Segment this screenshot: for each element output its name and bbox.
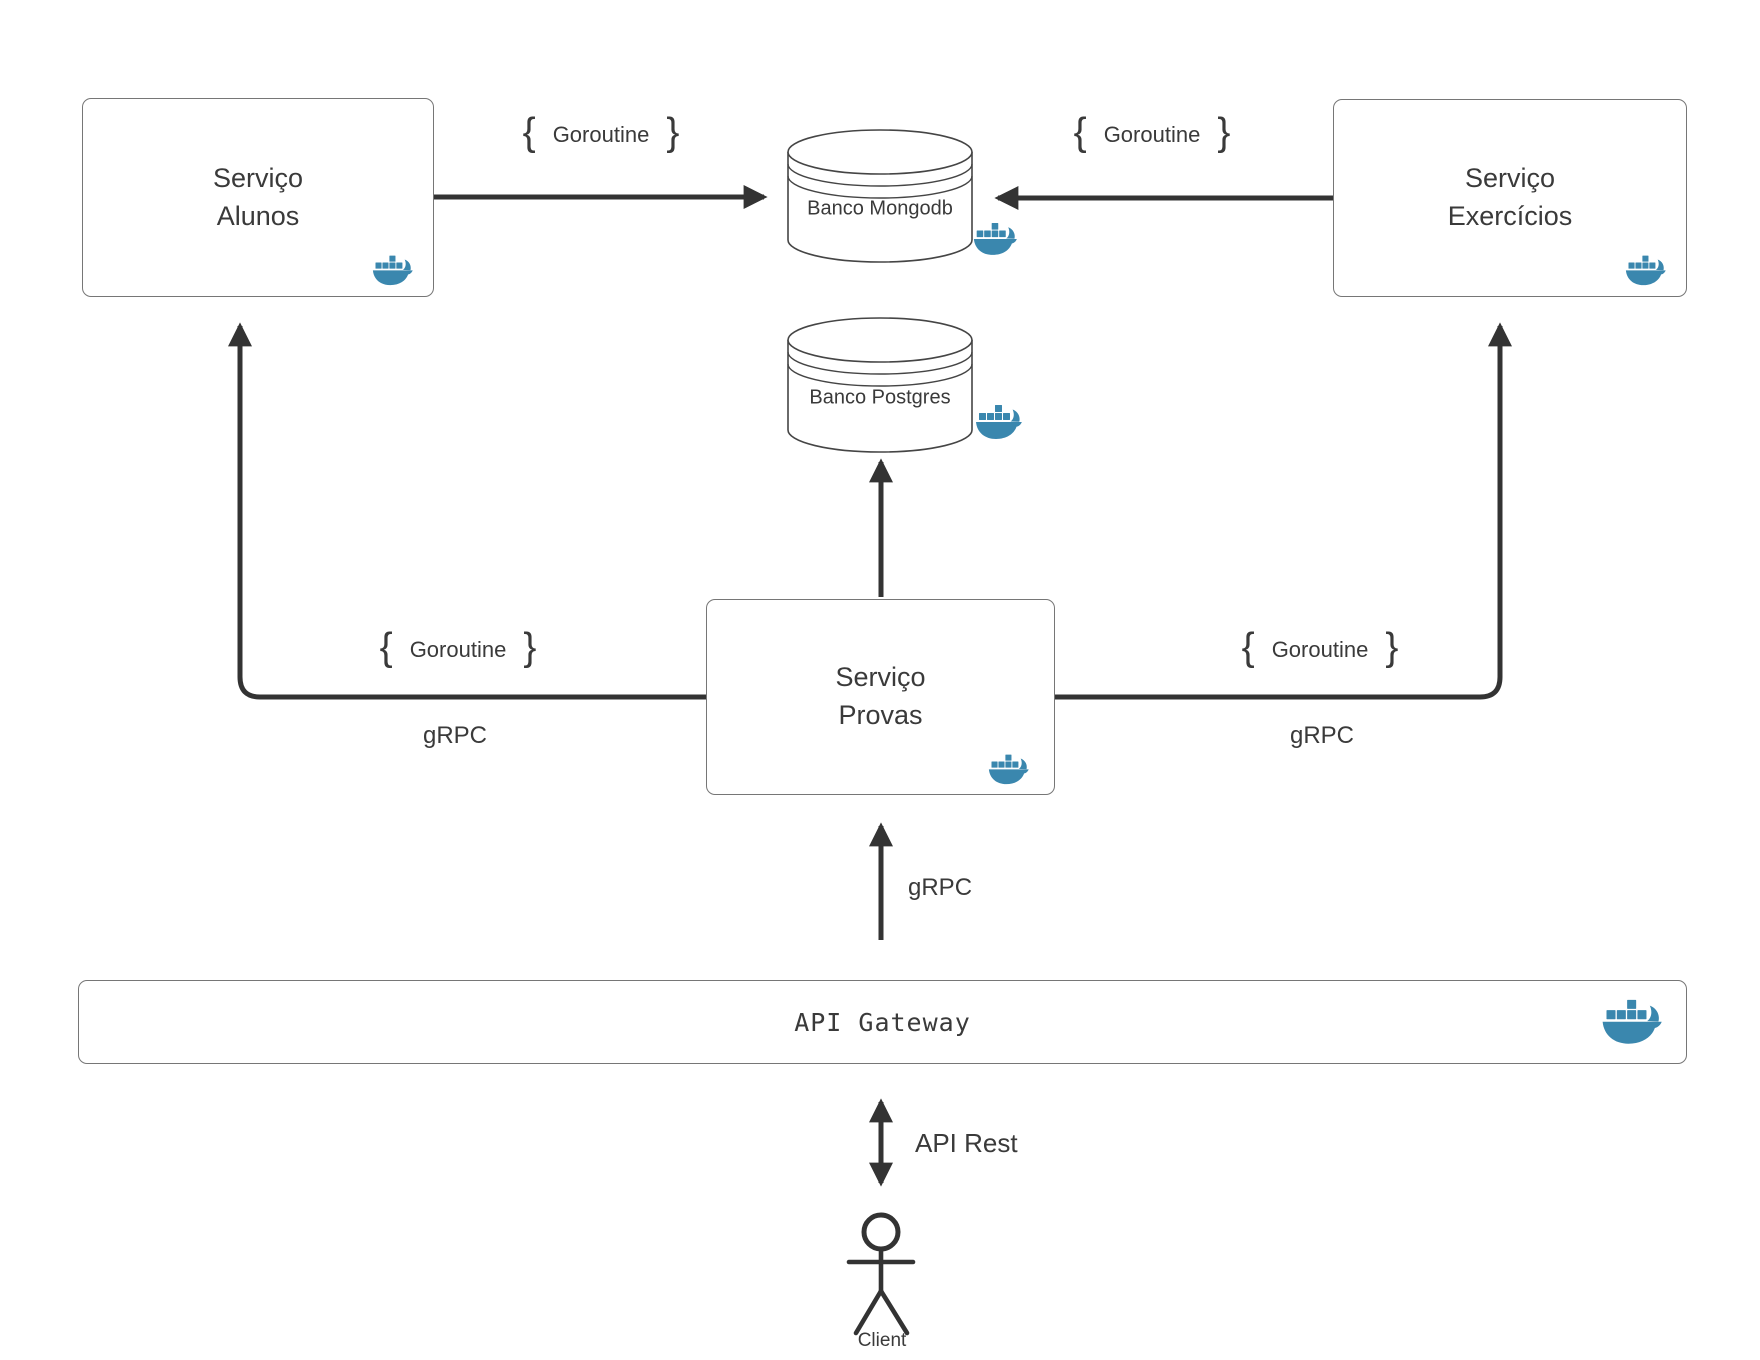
api-gateway-node: API Gateway (78, 980, 1687, 1064)
servico-provas-node: Serviço Provas (706, 599, 1055, 795)
client-label: Client (857, 1330, 907, 1351)
brace-open: { (522, 111, 536, 154)
goroutine-text: Goroutine (1271, 636, 1369, 662)
goroutine-text: Goroutine (1103, 121, 1201, 147)
brace-close: } (1385, 626, 1399, 669)
docker-icon (371, 253, 413, 286)
postgres-cylinder (787, 317, 973, 453)
banco-postgres-label: Banco Postgres (809, 386, 951, 409)
grpc-label-right: gRPC (1289, 722, 1355, 749)
grpc-label-gateway: gRPC (908, 874, 973, 901)
docker-icon (987, 752, 1029, 785)
api-rest-label: API Rest (915, 1128, 1018, 1158)
edge-provas-to-exercicios (1053, 322, 1512, 700)
servico-alunos-node: Serviço Alunos (82, 98, 434, 297)
docker-icon (974, 402, 1022, 440)
grpc-label-left: gRPC (422, 722, 488, 749)
banco-mongodb-label: Banco Mongodb (807, 197, 953, 220)
goroutine-label-exercicios-mongodb: { Goroutine } (1073, 111, 1231, 154)
brace-open: { (379, 626, 393, 669)
goroutine-label-provas-exercicios: { Goroutine } (1241, 626, 1399, 669)
mongodb-cylinder (787, 129, 973, 263)
client-figure (846, 1212, 916, 1336)
servico-exercicios-label: Serviço Exercícios (1447, 163, 1573, 231)
brace-close: } (666, 111, 680, 154)
docker-icon (972, 220, 1017, 256)
brace-close: } (1217, 111, 1231, 154)
goroutine-text: Goroutine (409, 636, 507, 662)
edge-provas-to-alunos (228, 322, 706, 700)
brace-close: } (523, 626, 537, 669)
goroutine-label-provas-alunos: { Goroutine } (379, 626, 537, 669)
goroutine-text: Goroutine (552, 121, 650, 147)
docker-icon (1600, 996, 1662, 1045)
api-gateway-label: API Gateway (794, 1007, 971, 1037)
brace-open: { (1241, 626, 1255, 669)
goroutine-label-alunos-mongodb: { Goroutine } (522, 111, 680, 154)
brace-open: { (1073, 111, 1087, 154)
docker-icon (1624, 253, 1666, 286)
servico-provas-label: Serviço Provas (835, 662, 926, 730)
servico-exercicios-node: Serviço Exercícios (1333, 99, 1687, 297)
servico-alunos-label: Serviço Alunos (212, 162, 304, 231)
